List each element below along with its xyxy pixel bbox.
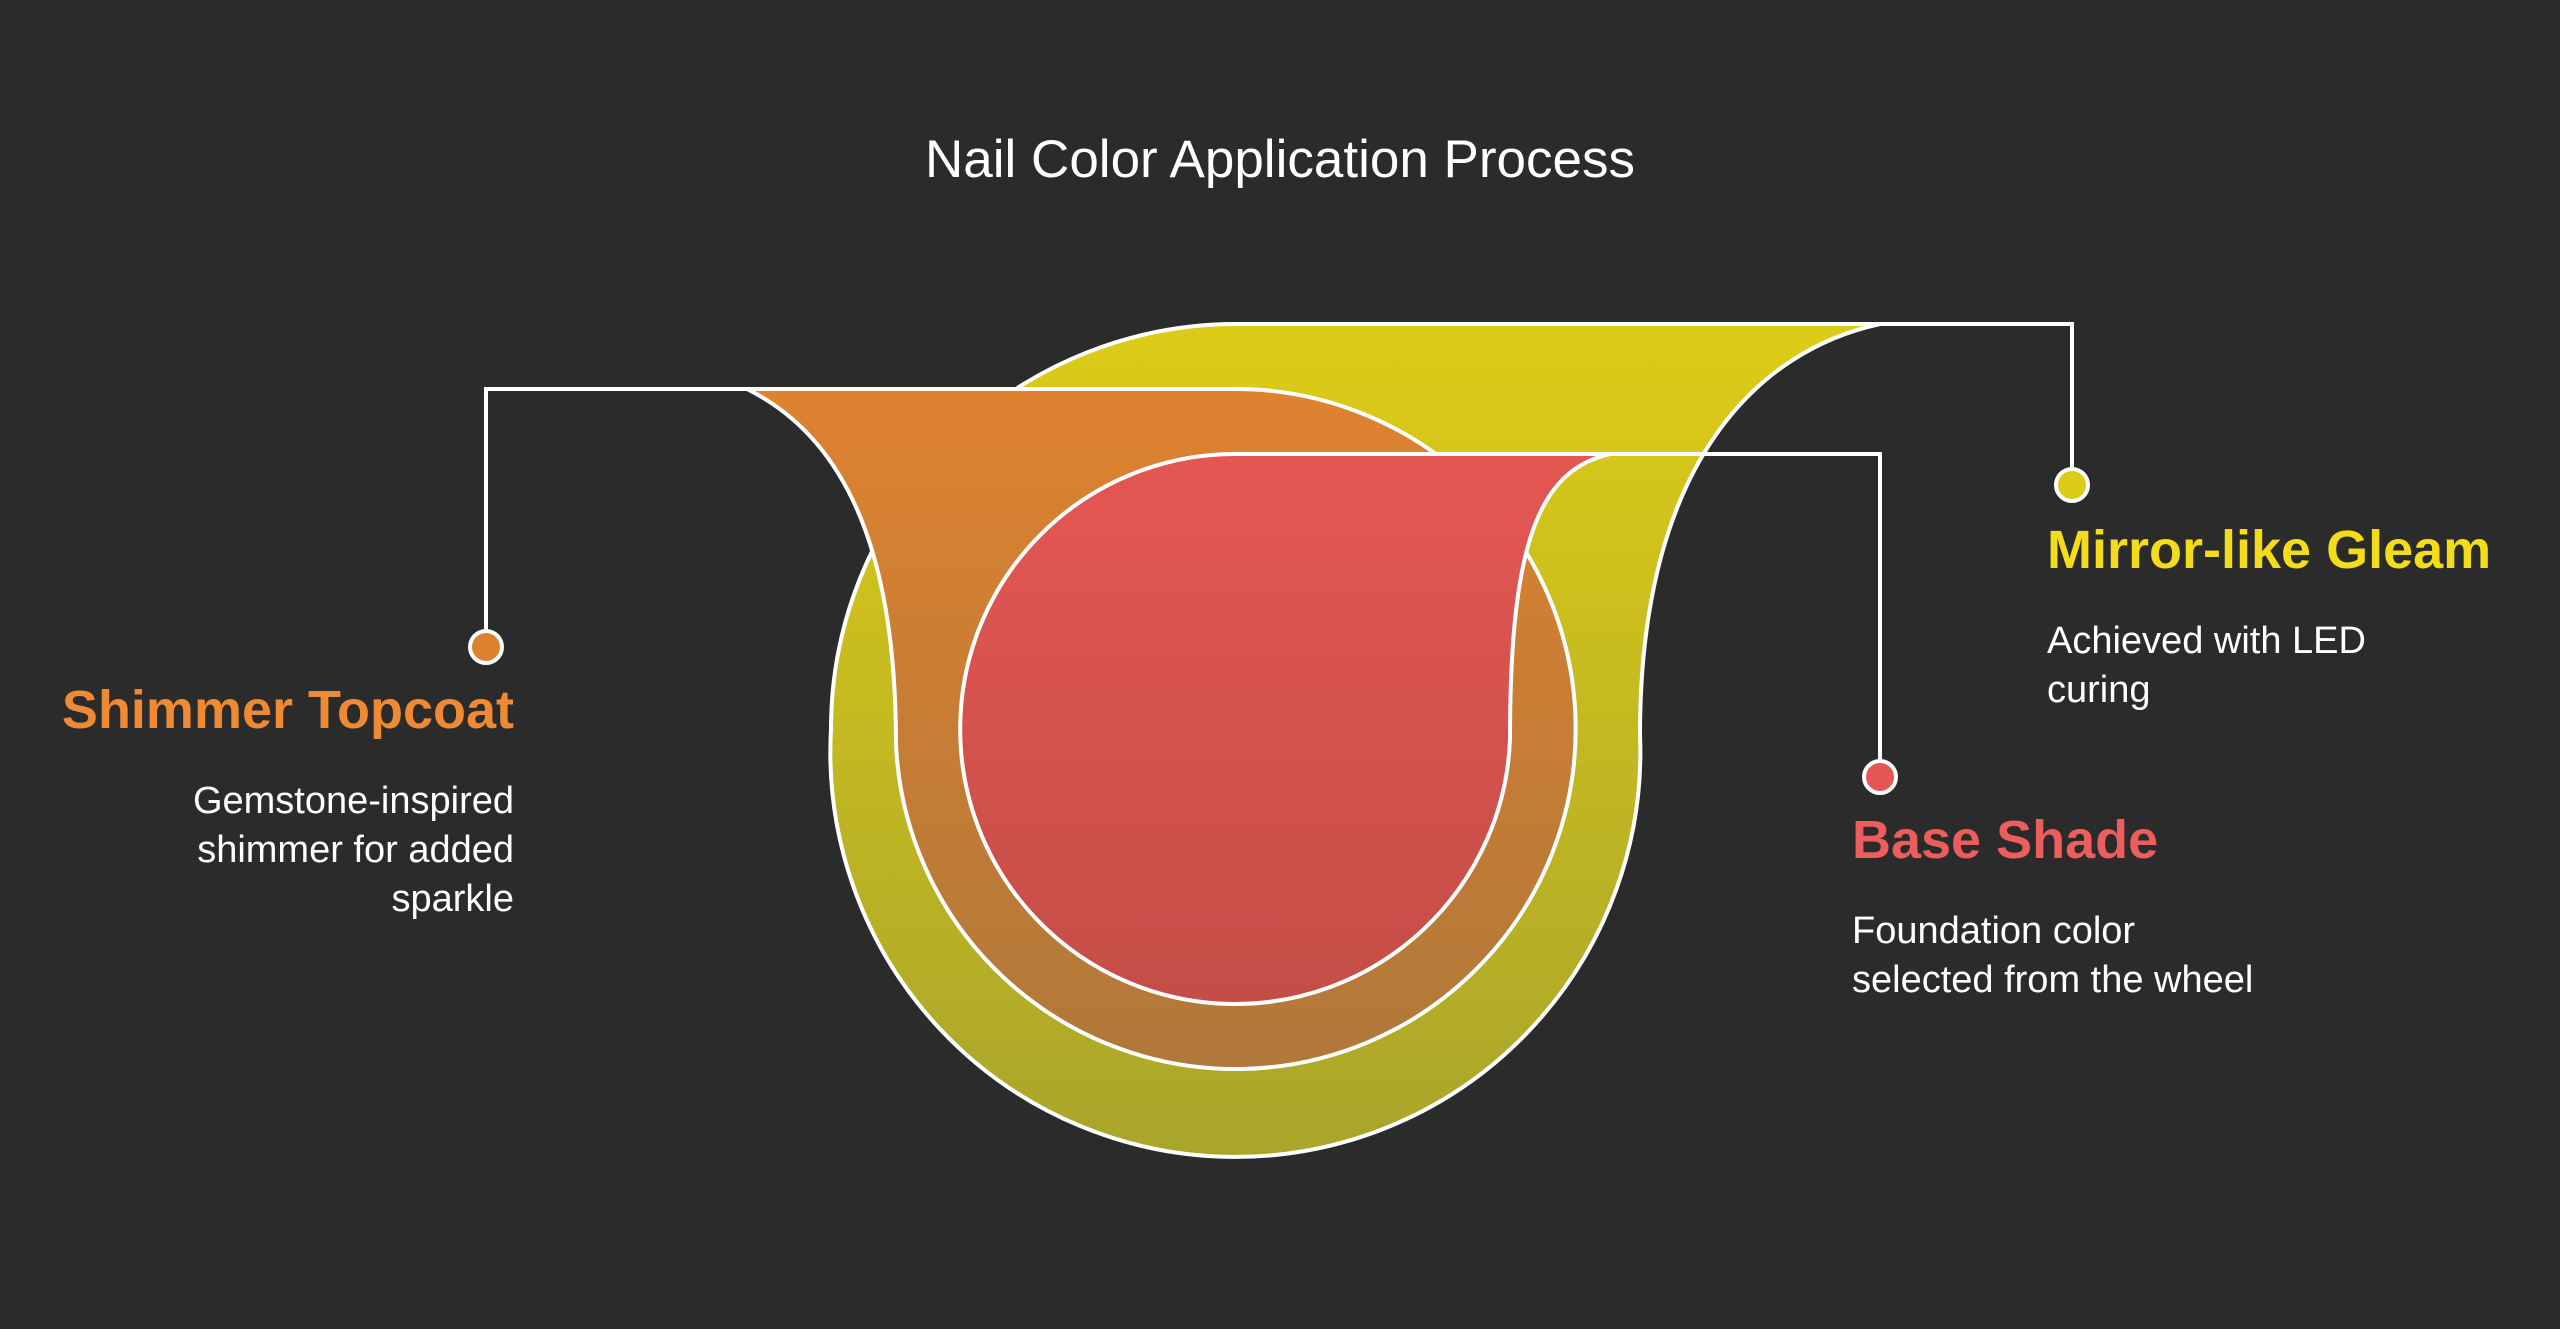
description-line: sparkle: [391, 877, 515, 920]
mirror-like-gleam-label: Mirror-like Gleam Achieved with LED curi…: [2047, 518, 2547, 715]
description-line: Gemstone-inspired: [192, 779, 514, 822]
diagram-title: Nail Color Application Process: [925, 130, 1635, 189]
shimmer-connector-dot: [468, 629, 504, 665]
description-line: curing: [2047, 668, 2151, 711]
description-line: Achieved with LED: [2047, 619, 2366, 662]
base-connector-dot: [1862, 759, 1898, 795]
mirror-like-gleam-description: Achieved with LED curing: [2047, 617, 2547, 715]
shimmer-connector-line: [484, 387, 747, 647]
base-shade-heading: Base Shade: [1852, 810, 2159, 870]
description-line: shimmer for added: [197, 828, 514, 871]
shimmer-topcoat-heading: Shimmer Topcoat: [61, 680, 514, 740]
base-shade-description: Foundation color selected from the wheel: [1852, 907, 2412, 1005]
base-layer-shape: [958, 451, 1611, 1006]
description-line: Foundation color: [1852, 909, 2136, 952]
mirror-like-gleam-heading: Mirror-like Gleam: [2047, 520, 2492, 580]
base-shade-label: Base Shade Foundation color selected fro…: [1852, 808, 2412, 1005]
shimmer-topcoat-description: Gemstone-inspired shimmer for added spar…: [40, 777, 514, 924]
mirror-connector-line: [1880, 322, 2074, 485]
mirror-connector-dot: [2054, 467, 2090, 503]
shimmer-topcoat-label: Shimmer Topcoat Gemstone-inspired shimme…: [40, 678, 514, 924]
base-connector-line: [1610, 452, 1882, 777]
description-line: selected from the wheel: [1852, 958, 2254, 1001]
